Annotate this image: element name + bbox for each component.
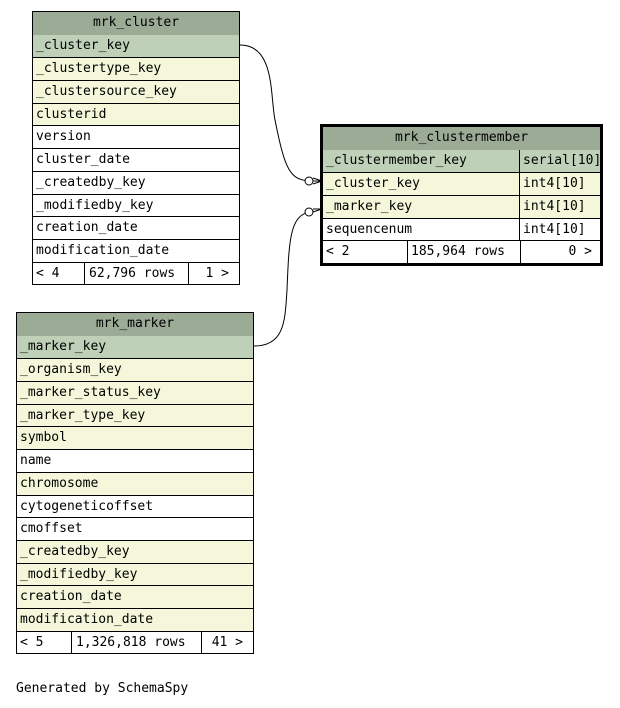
column-row[interactable]: creation_date <box>33 216 239 239</box>
column-row[interactable]: _clustertype_key <box>33 57 239 81</box>
column-name: _marker_key <box>323 196 520 218</box>
parents-count[interactable]: < 2 <box>323 241 408 264</box>
edge-cluster-to-clustermember <box>239 44 311 182</box>
column-row[interactable]: cluster_date <box>33 148 239 171</box>
column-row[interactable]: version <box>33 125 239 149</box>
table-footer: < 4 62,796 rows 1 > <box>33 261 239 285</box>
column-row[interactable]: name <box>17 449 253 472</box>
column-row[interactable]: cytogeneticoffset <box>17 494 253 518</box>
column-row[interactable]: creation_date <box>17 585 253 608</box>
generator-caption: Generated by SchemaSpy <box>16 681 189 696</box>
column-row[interactable]: modification_date <box>33 238 239 262</box>
table-title[interactable]: mrk_clustermember <box>323 127 600 150</box>
column-name: _clustermember_key <box>323 149 520 173</box>
column-row[interactable]: _clustersource_key <box>33 80 239 103</box>
table-title[interactable]: mrk_marker <box>17 313 253 336</box>
edge-marker-optional-marker <box>304 207 314 217</box>
column-name: sequencenum <box>323 218 520 241</box>
parents-count[interactable]: < 4 <box>33 262 85 285</box>
table-mrk-cluster[interactable]: mrk_cluster _cluster_key_clustertype_key… <box>32 11 240 286</box>
column-row[interactable]: _marker_status_key <box>17 381 253 404</box>
row-count: 185,964 rows <box>408 241 521 264</box>
children-count[interactable]: 1 > <box>205 265 229 281</box>
column-row[interactable]: chromosome <box>17 471 253 495</box>
column-row[interactable]: _modifiedby_key <box>17 562 253 586</box>
column-list: _cluster_key_clustertype_key_clustersour… <box>33 34 239 262</box>
table-footer: < 2 185,964 rows 0 > <box>323 240 600 264</box>
children-count[interactable]: 0 > <box>568 244 592 260</box>
children-count[interactable]: 41 > <box>211 634 243 650</box>
column-type: int4[10] <box>523 176 586 192</box>
column-row[interactable]: modification_date <box>17 607 253 631</box>
table-mrk-marker[interactable]: mrk_marker _marker_key_organism_key_mark… <box>16 312 254 655</box>
column-type: serial[10] <box>523 152 600 168</box>
column-row[interactable]: symbol <box>17 426 253 450</box>
column-row[interactable]: _createdby_key <box>33 170 239 194</box>
column-name: _cluster_key <box>323 173 520 196</box>
column-row[interactable]: _cluster_key <box>33 34 239 58</box>
column-row[interactable]: _modifiedby_key <box>33 193 239 217</box>
table-title[interactable]: mrk_cluster <box>33 12 239 35</box>
column-type: int4[10] <box>523 221 586 237</box>
column-row[interactable]: _organism_key <box>17 358 253 382</box>
column-row[interactable]: _marker_key <box>17 335 253 359</box>
row-count: 62,796 rows <box>85 262 189 285</box>
column-row[interactable]: _marker_type_key <box>17 403 253 427</box>
edge-marker-to-clustermember <box>253 211 311 347</box>
column-type: int4[10] <box>523 199 586 215</box>
table-footer: < 5 1,326,818 rows 41 > <box>17 630 253 654</box>
row-count: 1,326,818 rows <box>72 631 202 654</box>
column-row[interactable]: _createdby_key <box>17 539 253 563</box>
column-row[interactable]: clusterid <box>33 102 239 126</box>
parents-count[interactable]: < 5 <box>17 631 72 654</box>
column-row[interactable]: cmoffset <box>17 517 253 540</box>
edge-cluster-optional-marker <box>304 176 314 186</box>
column-list: _marker_key_organism_key_marker_status_k… <box>17 335 253 631</box>
